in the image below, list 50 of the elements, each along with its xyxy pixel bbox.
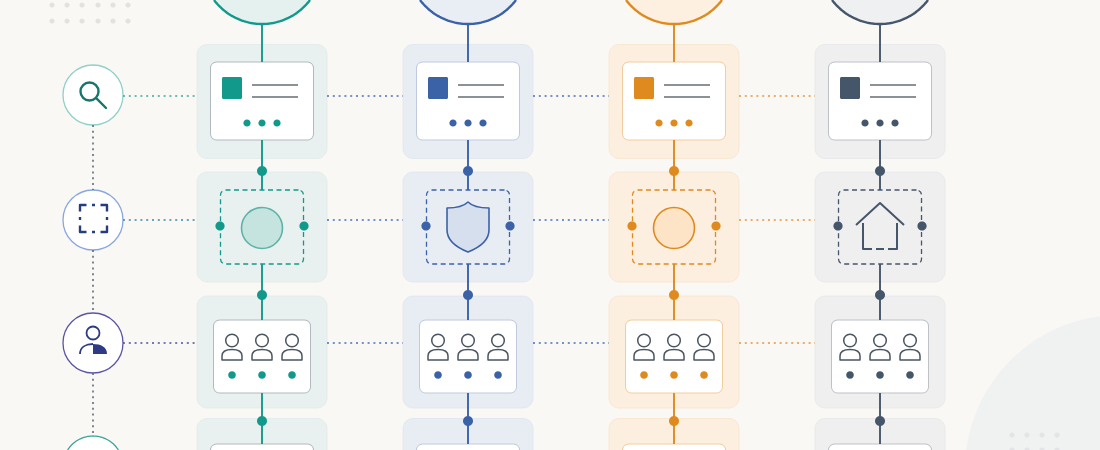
connector-line: [673, 23, 675, 63]
dashed-box: [425, 189, 511, 265]
card: [622, 61, 726, 141]
card: [828, 443, 932, 450]
dotted-line: [738, 342, 816, 344]
card: [416, 61, 520, 141]
icon-circle: [62, 189, 124, 251]
dotted-line: [326, 219, 404, 221]
icon-circle: [62, 64, 124, 126]
connector-line: [673, 392, 675, 445]
circle-node: [625, 0, 723, 26]
card: [622, 443, 726, 450]
connector-line: [879, 23, 881, 63]
dotted-line: [532, 342, 610, 344]
connector-line: [467, 23, 469, 63]
dotted-line: [532, 219, 610, 221]
connector-line: [261, 23, 263, 63]
dotted-line: [92, 124, 94, 191]
dotted-line: [738, 95, 816, 97]
connector-line: [467, 392, 469, 445]
connector-line: [673, 139, 675, 191]
dotted-line: [122, 342, 198, 344]
connector-line: [261, 392, 263, 445]
dotted-line: [326, 95, 404, 97]
connector-line: [673, 263, 675, 321]
dotted-line: [122, 95, 198, 97]
connector-line: [467, 139, 469, 191]
circle-node: [831, 0, 929, 26]
icon-circle: [66, 435, 120, 450]
connector-line: [879, 139, 881, 191]
connector-line: [879, 392, 881, 445]
card: [210, 61, 314, 141]
card: [828, 61, 932, 141]
dashed-box: [631, 189, 717, 265]
connector-line: [879, 263, 881, 321]
circle-node: [213, 0, 311, 26]
dotted-line: [738, 219, 816, 221]
card: [210, 443, 314, 450]
dotted-line: [326, 342, 404, 344]
dotted-line: [122, 219, 198, 221]
rounded-panel: [814, 171, 946, 283]
connector-line: [467, 263, 469, 321]
icon-circle: [62, 312, 124, 374]
dotted-line: [532, 95, 610, 97]
connector-line: [261, 139, 263, 191]
card: [416, 443, 520, 450]
circle-node: [419, 0, 517, 26]
dashed-box: [837, 189, 923, 265]
dashed-box: [219, 189, 305, 265]
connector-line: [261, 263, 263, 321]
